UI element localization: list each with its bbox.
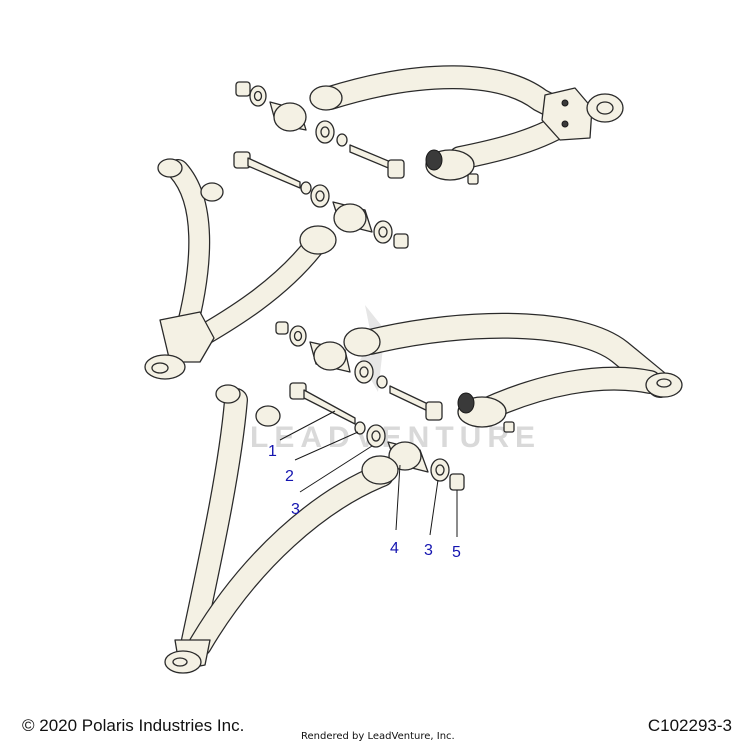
lower-front-hardware [289,382,465,491]
callout-2: 2 [285,468,294,485]
leader-lines [279,410,458,537]
lower-rear-hardware [275,321,443,421]
figure-id: C102293-3 [647,716,732,735]
callout-1: 1 [268,443,277,460]
callout-4: 4 [390,540,399,557]
callout-3: 3 [291,501,300,518]
upper-rear-a-arm [309,65,624,185]
callout-5: 5 [452,544,461,561]
lower-front-a-arm [164,384,399,674]
callout-3b: 3 [424,542,433,559]
lower-rear-a-arm [343,312,683,433]
upper-front-a-arm [144,158,337,380]
upper-front-hardware [233,151,409,249]
rendered-by-text: Rendered by LeadVenture, Inc. [301,731,455,742]
upper-rear-hardware [235,81,405,179]
copyright-text: © 2020 Polaris Industries Inc. [22,716,245,735]
part-2-washer [354,421,366,435]
part-5-nut [449,473,465,491]
callout-labels: 1 2 3 4 3 5 [268,443,461,561]
